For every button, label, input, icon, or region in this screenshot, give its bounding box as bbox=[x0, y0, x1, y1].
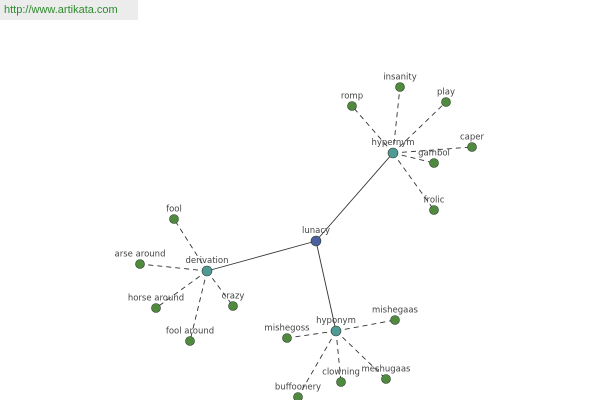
node-caper-dot[interactable] bbox=[467, 142, 477, 152]
node-fool[interactable]: fool bbox=[166, 205, 182, 224]
node-fool-around[interactable]: fool around bbox=[166, 327, 214, 346]
edge-hypernym-insanity bbox=[392, 86, 401, 154]
node-arse-around-dot[interactable] bbox=[135, 259, 145, 269]
node-buffoonery-label: buffoonery bbox=[275, 383, 321, 393]
edge-derivation-fool-around bbox=[189, 270, 208, 342]
edge-hyponym-buffoonery bbox=[297, 330, 337, 398]
node-mishegoss-label: mishegoss bbox=[264, 324, 310, 334]
node-hypernym-label: hypernym bbox=[371, 138, 414, 148]
node-fool-dot[interactable] bbox=[169, 214, 179, 224]
node-arse-around[interactable]: arse around bbox=[115, 250, 166, 269]
edge-hypernym-romp bbox=[351, 105, 394, 154]
node-crazy-dot[interactable] bbox=[228, 301, 238, 311]
node-mishegaas-label: mishegaas bbox=[372, 306, 418, 316]
node-horse-around-dot[interactable] bbox=[151, 303, 161, 313]
node-derivation[interactable]: derivation bbox=[185, 256, 229, 277]
url-banner: http://www.artikata.com bbox=[0, 0, 138, 20]
node-play-dot[interactable] bbox=[441, 97, 451, 107]
node-buffoonery-dot[interactable] bbox=[293, 392, 303, 400]
edge-derivation-crazy bbox=[206, 270, 234, 307]
node-meshugaas[interactable]: meshugaas bbox=[362, 365, 412, 384]
node-horse-around[interactable]: horse around bbox=[128, 294, 184, 313]
node-frolic-label: frolic bbox=[424, 196, 445, 206]
node-clowning-label: clowning bbox=[322, 368, 360, 378]
node-lunacy[interactable]: lunacy bbox=[302, 226, 330, 247]
node-mishegoss-dot[interactable] bbox=[282, 333, 292, 343]
edge-lunacy-hyponym bbox=[315, 240, 337, 332]
edge-derivation-horse-around bbox=[155, 270, 208, 309]
node-buffoonery[interactable]: buffoonery bbox=[275, 383, 321, 400]
edge-derivation-fool bbox=[173, 218, 208, 272]
node-fool-around-dot[interactable] bbox=[185, 336, 195, 346]
node-frolic-dot[interactable] bbox=[429, 205, 439, 215]
node-hyponym-label: hyponym bbox=[316, 316, 356, 326]
node-hypernym-dot[interactable] bbox=[387, 147, 399, 159]
node-hyponym-dot[interactable] bbox=[330, 325, 342, 337]
edge-hypernym-frolic bbox=[392, 152, 435, 211]
node-play[interactable]: play bbox=[437, 88, 455, 107]
node-insanity-label: insanity bbox=[383, 73, 417, 83]
node-horse-around-label: horse around bbox=[128, 294, 184, 304]
node-arse-around-label: arse around bbox=[115, 250, 166, 260]
edge-derivation-arse-around bbox=[139, 263, 208, 272]
node-fool-around-label: fool around bbox=[166, 327, 214, 337]
graph-edges bbox=[139, 86, 473, 398]
node-play-label: play bbox=[437, 88, 455, 98]
node-derivation-label: derivation bbox=[185, 256, 228, 266]
edge-hyponym-mishegaas bbox=[335, 319, 396, 332]
node-hyponym[interactable]: hyponym bbox=[316, 316, 356, 337]
node-gambol-dot[interactable] bbox=[429, 158, 439, 168]
node-mishegaas-dot[interactable] bbox=[390, 315, 400, 325]
node-lunacy-dot[interactable] bbox=[310, 235, 322, 247]
node-meshugaas-label: meshugaas bbox=[362, 365, 412, 375]
node-mishegaas[interactable]: mishegaas bbox=[372, 306, 419, 325]
url-link[interactable]: http://www.artikata.com bbox=[4, 4, 118, 16]
edge-hypernym-gambol bbox=[392, 152, 435, 164]
edge-lunacy-hypernym bbox=[315, 152, 394, 242]
node-clowning-dot[interactable] bbox=[336, 377, 346, 387]
node-frolic[interactable]: frolic bbox=[424, 196, 445, 215]
node-meshugaas-dot[interactable] bbox=[381, 374, 391, 384]
edge-hyponym-meshugaas bbox=[335, 330, 387, 380]
node-derivation-dot[interactable] bbox=[201, 265, 213, 277]
node-gambol[interactable]: gambol bbox=[418, 149, 450, 168]
node-caper[interactable]: caper bbox=[460, 133, 485, 152]
node-romp-dot[interactable] bbox=[347, 101, 357, 111]
node-insanity-dot[interactable] bbox=[395, 82, 405, 92]
node-gambol-label: gambol bbox=[418, 149, 450, 159]
node-romp[interactable]: romp bbox=[341, 92, 363, 111]
node-mishegoss[interactable]: mishegoss bbox=[264, 324, 310, 343]
node-clowning[interactable]: clowning bbox=[322, 368, 360, 387]
node-romp-label: romp bbox=[341, 92, 363, 102]
edge-hypernym-play bbox=[392, 101, 447, 154]
edge-lunacy-derivation bbox=[206, 240, 317, 272]
node-crazy[interactable]: crazy bbox=[222, 292, 245, 311]
node-fool-label: fool bbox=[166, 205, 182, 215]
node-crazy-label: crazy bbox=[222, 292, 245, 302]
graph-nodes: insanity play romp caper gambol frolic fool ars… bbox=[115, 73, 485, 400]
edge-hypernym-caper bbox=[392, 146, 473, 154]
node-lunacy-label: lunacy bbox=[302, 226, 330, 236]
node-caper-label: caper bbox=[460, 133, 485, 143]
node-hypernym[interactable]: hypernym bbox=[371, 138, 415, 159]
node-insanity[interactable]: insanity bbox=[383, 73, 417, 92]
